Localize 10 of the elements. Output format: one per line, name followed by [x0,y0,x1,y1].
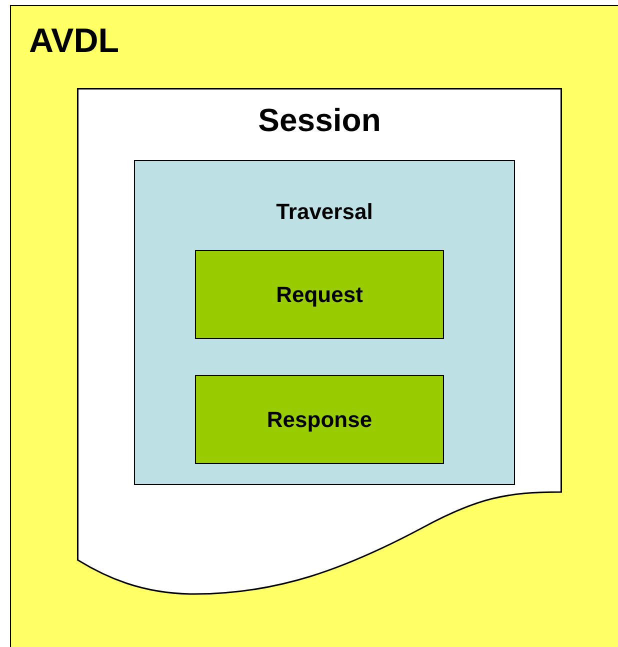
group-box [134,160,515,485]
container-box [10,5,618,647]
container-title: AVDL [29,22,120,61]
document-title: Session [257,102,382,139]
box-label: Request [276,282,363,308]
process-box [195,250,444,339]
process-box [195,375,444,464]
document-shape [77,88,562,595]
box-label: Response [266,406,372,432]
group-title: Traversal [275,199,374,225]
